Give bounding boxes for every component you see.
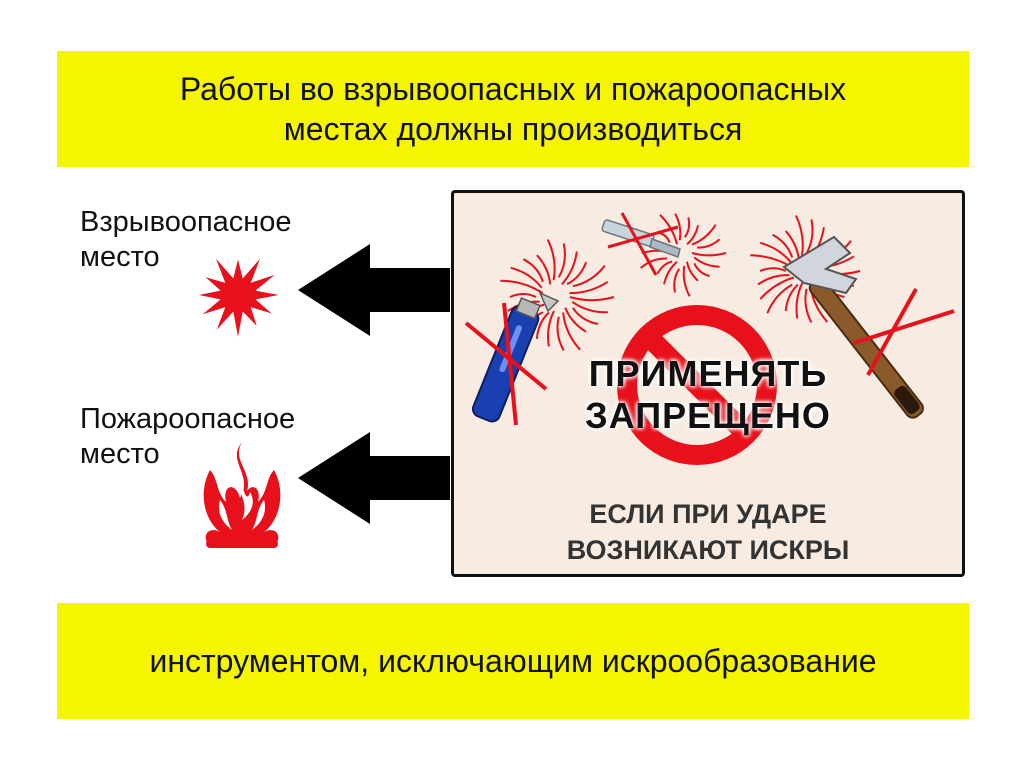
- spark-stroke: [805, 219, 814, 254]
- spark-stroke: [691, 224, 717, 246]
- spark-stroke: [686, 261, 699, 282]
- spark-stroke: [759, 267, 787, 272]
- spark-stroke: [663, 260, 678, 285]
- explosive-label-line1: Взрывоопасное: [80, 206, 292, 238]
- spark-stroke: [572, 264, 606, 288]
- cross-mark: [502, 302, 518, 426]
- fire-label-line1: Пожароопасное: [80, 403, 296, 435]
- arrow-left-icon: [298, 244, 450, 336]
- spark-stroke: [562, 312, 581, 351]
- fire-label-line2: место: [80, 438, 160, 471]
- spark-stroke: [566, 261, 588, 286]
- spark-stroke: [569, 280, 609, 295]
- spark-stroke: [673, 268, 681, 293]
- spark-stroke: [556, 316, 565, 351]
- spark-stroke: [569, 296, 615, 302]
- spark-stroke: [571, 300, 608, 314]
- spark-stroke: [509, 293, 537, 298]
- spark-stroke: [510, 266, 543, 289]
- spark-stroke: [640, 257, 668, 269]
- spark-stroke: [686, 225, 699, 246]
- spark-stroke: [693, 262, 710, 278]
- panel-illustration: [464, 212, 955, 465]
- spark-stroke: [656, 260, 673, 275]
- arrow-left-icon: [298, 432, 450, 524]
- spark-stroke: [682, 265, 691, 297]
- sparks-icon: [640, 213, 727, 297]
- spark-stroke: [772, 233, 794, 258]
- condition-text-line2: ВОЗНИКАЮТ ИСКРЫ: [566, 535, 850, 565]
- spark-stroke: [760, 241, 793, 264]
- spark-stroke: [674, 213, 682, 241]
- spark-stroke: [500, 279, 544, 294]
- warning-panel: ПРИМЕНЯТЬ ЗАПРЕЩЕНО ЕСЛИ ПРИ УДАРЕ ВОЗНИ…: [451, 190, 965, 577]
- utility-knife-icon: [471, 291, 560, 423]
- spark-stroke: [535, 311, 550, 339]
- spark-stroke: [784, 283, 799, 312]
- spark-stroke: [759, 276, 795, 300]
- spark-stroke: [766, 283, 793, 314]
- top-banner-line2: местах должны производиться: [283, 111, 743, 147]
- bottom-banner-text: инструментом, исключающим искрообразован…: [149, 643, 877, 679]
- spark-stroke: [522, 258, 544, 283]
- top-banner-text: Работы во взрывоопасных и пожароопасных …: [180, 69, 846, 149]
- spark-stroke: [691, 252, 727, 257]
- spark-stroke: [564, 307, 587, 333]
- spark-stroke: [757, 274, 790, 286]
- cross-mark: [866, 288, 918, 376]
- prohibit-text-line2: ЗАПРЕЩЕНО: [585, 395, 831, 436]
- cross-mark: [853, 309, 955, 345]
- top-banner: Работы во взрывоопасных и пожароопасных …: [57, 51, 969, 167]
- cross-mark: [620, 212, 658, 276]
- prohibition-sign-icon: [617, 305, 777, 465]
- condition-text-line1: ЕСЛИ ПРИ УДАРЕ: [589, 499, 827, 529]
- spark-stroke: [536, 254, 552, 285]
- spark-stroke: [795, 215, 804, 257]
- spark-stroke: [696, 238, 721, 249]
- explosive-label-line2: место: [80, 241, 160, 274]
- top-banner-line1: Работы во взрывоопасных и пожароопасных: [179, 71, 847, 107]
- fire-place-label: Пожароопасное место: [80, 402, 295, 473]
- cross-mark: [607, 225, 679, 249]
- prohibit-text-line1: ПРИМЕНЯТЬ: [588, 353, 828, 394]
- spark-stroke: [557, 243, 566, 278]
- hammer-icon: [782, 235, 924, 419]
- spark-stroke: [693, 256, 720, 268]
- spark-stroke: [546, 239, 556, 281]
- explosive-place-label: Взрывоопасное место: [80, 205, 292, 276]
- spark-stroke: [571, 307, 599, 325]
- spark-stroke: [561, 251, 578, 285]
- spark-stroke: [683, 217, 691, 238]
- flame-icon: [203, 442, 281, 548]
- spark-stroke: [804, 288, 813, 323]
- spark-stroke: [795, 282, 804, 319]
- explosion-icon: [199, 258, 279, 337]
- bottom-banner: инструментом, исключающим искрообразован…: [57, 603, 969, 719]
- spark-stroke: [547, 310, 555, 347]
- cross-mark: [464, 321, 548, 391]
